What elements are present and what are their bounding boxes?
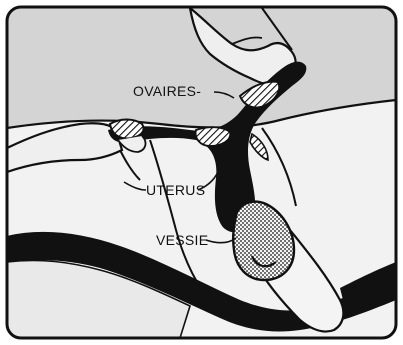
uterus-hatch: [196, 127, 231, 146]
label-uterus: UTERUS: [146, 182, 205, 198]
label-ovaires: OVAIRES-: [133, 83, 201, 99]
label-vessie: VESSIE: [156, 232, 208, 248]
